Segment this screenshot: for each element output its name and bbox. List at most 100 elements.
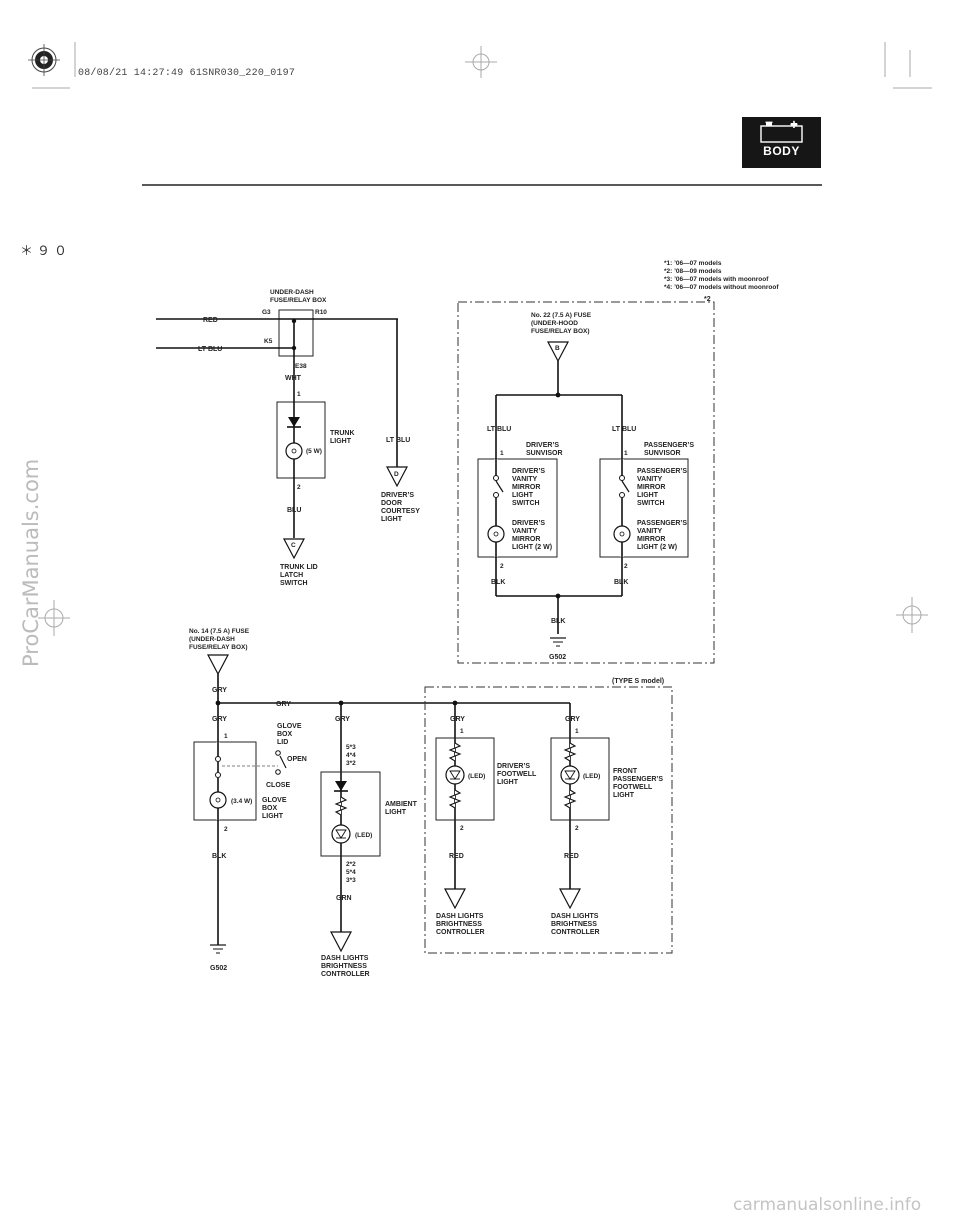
pas-foot-box: [550, 737, 610, 821]
glove-light-label-2: BOX: [262, 805, 278, 812]
ambient-pins-top-3: 3*2: [346, 760, 356, 767]
trunk-watt: (5 W): [306, 448, 322, 455]
pas-light-label-2: VANITY: [637, 528, 662, 535]
drv-visor-bulb-icon: [487, 525, 505, 543]
wire-ltblu: LT BLU: [198, 346, 222, 353]
glove-box-light-circuit: GRY 1 GLOVE BOX LID OPEN CLOSE (3.4 W) G…: [193, 716, 307, 972]
glove-ground-icon: [210, 944, 226, 954]
fuse14-label-3: FUSE/RELAY BOX): [189, 644, 248, 651]
drv-foot-controller-label-2: BRIGHTNESS: [436, 921, 482, 928]
drv-switch-label: DRIVER’S: [512, 468, 545, 475]
pin-k5: K5: [264, 338, 273, 345]
registration-marks: [32, 42, 932, 636]
pas-foot-pin-1: 1: [575, 728, 579, 735]
trunk-light-circuit: WHT 1 (5 W) TRUNK LIGHT 2 BLU C TRUNK LI…: [276, 375, 355, 587]
ground-icon: [550, 637, 566, 647]
badge-label: BODY: [763, 144, 800, 158]
battery-minus: –: [765, 117, 773, 129]
courtesy-light-circuit: LT BLU D DRIVER’S DOOR COURTESY LIGHT: [381, 319, 420, 523]
battery-icon: – +: [760, 113, 803, 143]
glove-pin-1: 1: [224, 733, 228, 740]
pin-r10: R10: [315, 309, 327, 316]
ambient-controller-icon: [330, 931, 352, 953]
ground-g502-lower: G502: [210, 965, 227, 972]
glove-wire-gry: GRY: [212, 716, 227, 723]
pas-switch-label-5: SWITCH: [637, 500, 665, 507]
drv-switch-label-3: MIRROR: [512, 484, 540, 491]
ambient-pins-bottom: 2*2: [346, 861, 356, 868]
trunk-wire-wht: WHT: [285, 375, 302, 382]
ambient-diode-icon: [335, 781, 347, 791]
drv-visor-label: DRIVER’S: [526, 442, 559, 449]
trunk-light: [276, 401, 326, 479]
bottom-watermark: carmanualsonline.info: [733, 1195, 922, 1215]
note-3: *3: ’06—07 models with moonroof: [664, 276, 769, 283]
pas-foot-controller-label-3: CONTROLLER: [551, 929, 600, 936]
drv-foot-pin-1: 1: [460, 728, 464, 735]
glove-bulb-icon: [209, 791, 227, 809]
pas-foot-label-2: PASSENGER’S: [613, 776, 663, 783]
note-1: *1: ’06—07 models: [664, 260, 722, 267]
pas-light-label-3: MIRROR: [637, 536, 665, 543]
drv-visor-pin-1: 1: [500, 450, 504, 457]
under-dash-title-2: FUSE/RELAY BOX: [270, 297, 327, 304]
ambient-wire-grn: GRN: [336, 895, 352, 902]
trunk-switch-label-2: LATCH: [280, 572, 303, 579]
drv-foot-led: (LED): [468, 773, 485, 780]
glove-close: CLOSE: [266, 782, 290, 789]
drv-switch-label-5: SWITCH: [512, 500, 540, 507]
drv-foot-controller-label-3: CONTROLLER: [436, 929, 485, 936]
pas-foot-label: FRONT: [613, 768, 638, 775]
pin-e38: E38: [295, 363, 307, 370]
pas-visor-box: [599, 458, 689, 558]
courtesy-label: DRIVER’S: [381, 492, 414, 499]
glove-lid-label-3: LID: [277, 739, 288, 746]
connector-b: B: [555, 345, 560, 352]
courtesy-label-4: LIGHT: [381, 516, 403, 523]
diode-icon: [288, 417, 300, 427]
drv-switch-label-4: LIGHT: [512, 492, 534, 499]
drv-foot-controller-label: DASH LIGHTS: [436, 913, 484, 920]
drv-foot-box: [435, 737, 495, 821]
drv-foot-controller-icon: [444, 888, 466, 910]
body-section-badge: – + BODY: [742, 113, 821, 168]
glove-light-label-3: LIGHT: [262, 813, 284, 820]
ground-g502-upper: G502: [549, 654, 566, 661]
drv-foot-label-2: FOOTWELL: [497, 771, 537, 778]
wire-red: RED: [203, 317, 218, 324]
pas-visor-pin-1: 1: [624, 450, 628, 457]
pas-visor-bulb-icon: [613, 525, 631, 543]
fuse22-label-2: (UNDER-HOOD: [531, 320, 578, 327]
pas-visor-wire-ltblu: LT BLU: [612, 426, 636, 433]
trunk-switch-label-3: SWITCH: [280, 580, 308, 587]
drv-visor-wire-ltblu: LT BLU: [487, 426, 511, 433]
bus-wire-gry-left: GRY: [212, 687, 227, 694]
ambient-controller-label-2: BRIGHTNESS: [321, 963, 367, 970]
drivers-sunvisor: LT BLU 1 DRIVER’S SUNVISOR DRIVER’S VANI…: [477, 426, 563, 586]
upper-ground-wire: BLK: [551, 618, 565, 625]
glove-watt: (3.4 W): [231, 798, 252, 805]
pas-foot-wire-red: RED: [564, 853, 579, 860]
drv-foot-led-icon: [445, 765, 465, 785]
print-stamp: 08/08/21 14:27:49 61SNR030_220_0197: [78, 68, 296, 79]
glove-box-light: [193, 741, 257, 821]
sunvisor-section: *2 No. 22 (7.5 A) FUSE (UNDER-HOOD FUSE/…: [457, 296, 715, 664]
pas-foot-controller-label: DASH LIGHTS: [551, 913, 599, 920]
model-2-boundary: [457, 301, 715, 664]
glove-open: OPEN: [287, 756, 307, 763]
drv-visor-pin-2: 2: [500, 563, 504, 570]
trunk-switch-label: TRUNK LID: [280, 564, 318, 571]
trunk-light-label: TRUNK: [330, 430, 355, 437]
trunk-light-label-2: LIGHT: [330, 438, 352, 445]
fuse14-label: No. 14 (7.5 A) FUSE: [189, 628, 250, 635]
drv-visor-wire-blk: BLK: [491, 579, 505, 586]
pas-foot-led-icon: [560, 765, 580, 785]
fuse14-connector-icon: [207, 654, 229, 676]
passengers-footwell-light: GRY 1 (LED) FRONT PASSENGER’S FOOTWELL L…: [550, 703, 663, 936]
model-notes: *1: ’06—07 models *2: ’08—09 models *3: …: [664, 260, 779, 291]
drivers-footwell-light: GRY 1 (LED) DRIVER’S FOOTWELL LIGHT 2 RE…: [435, 703, 537, 936]
glove-pin-2: 2: [224, 826, 228, 833]
fuse14-bus: No. 14 (7.5 A) FUSE (UNDER-DASH FUSE/REL…: [189, 628, 570, 742]
pas-foot-resistor-icon: [563, 742, 577, 762]
